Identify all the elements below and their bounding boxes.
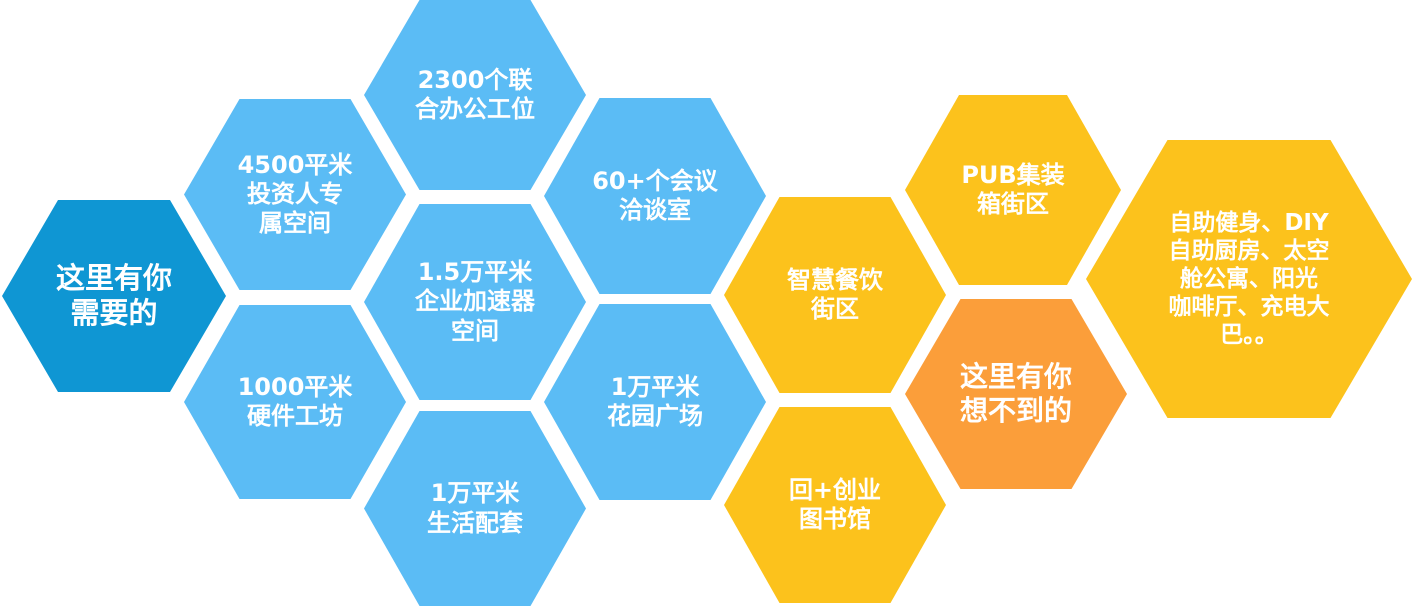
hex-pub-container: PUB集装 箱街区 [905, 95, 1121, 285]
hex-hardware-workshop-label: 1000平米 硬件工坊 [237, 372, 353, 430]
hex-amenities-label: 自助健身、DIY 自助厨房、太空 舱公寓、阳光 咖啡厅、充电大 巴。。 [1168, 209, 1330, 349]
hex-need-here-label: 这里有你 需要的 [55, 260, 172, 330]
hex-living-support-label: 1万平米 生活配套 [427, 479, 523, 537]
hex-garden-plaza-label: 1万平米 花园广场 [607, 372, 703, 430]
hex-meeting-rooms-label: 60+个会议 洽谈室 [592, 166, 718, 224]
hex-pub-container-label: PUB集装 箱街区 [961, 160, 1065, 218]
hex-investor-space: 4500平米 投资人专 属空间 [184, 99, 406, 290]
hex-unexpected-here-label: 这里有你 想不到的 [959, 359, 1072, 427]
hex-accelerator-space-label: 1.5万平米 企业加速器 空间 [415, 258, 535, 345]
hex-cowork-seats: 2300个联 合办公工位 [364, 0, 586, 190]
hex-library: 回+创业 图书馆 [724, 407, 946, 603]
hex-hardware-workshop: 1000平米 硬件工坊 [184, 305, 406, 499]
hex-amenities: 自助健身、DIY 自助厨房、太空 舱公寓、阳光 咖啡厅、充电大 巴。。 [1086, 140, 1412, 418]
hex-library-label: 回+创业 图书馆 [788, 475, 882, 533]
hex-unexpected-here: 这里有你 想不到的 [905, 299, 1127, 489]
hex-garden-plaza: 1万平米 花园广场 [544, 304, 766, 500]
hex-need-here: 这里有你 需要的 [2, 200, 226, 392]
hex-meeting-rooms: 60+个会议 洽谈室 [544, 98, 766, 294]
hex-cowork-seats-label: 2300个联 合办公工位 [415, 65, 535, 123]
hex-smart-dining-label: 智慧餐饮 街区 [787, 265, 883, 323]
hex-accelerator-space: 1.5万平米 企业加速器 空间 [364, 204, 586, 400]
hex-smart-dining: 智慧餐饮 街区 [724, 197, 946, 393]
hex-living-support: 1万平米 生活配套 [364, 411, 586, 606]
hex-investor-space-label: 4500平米 投资人专 属空间 [237, 150, 353, 238]
